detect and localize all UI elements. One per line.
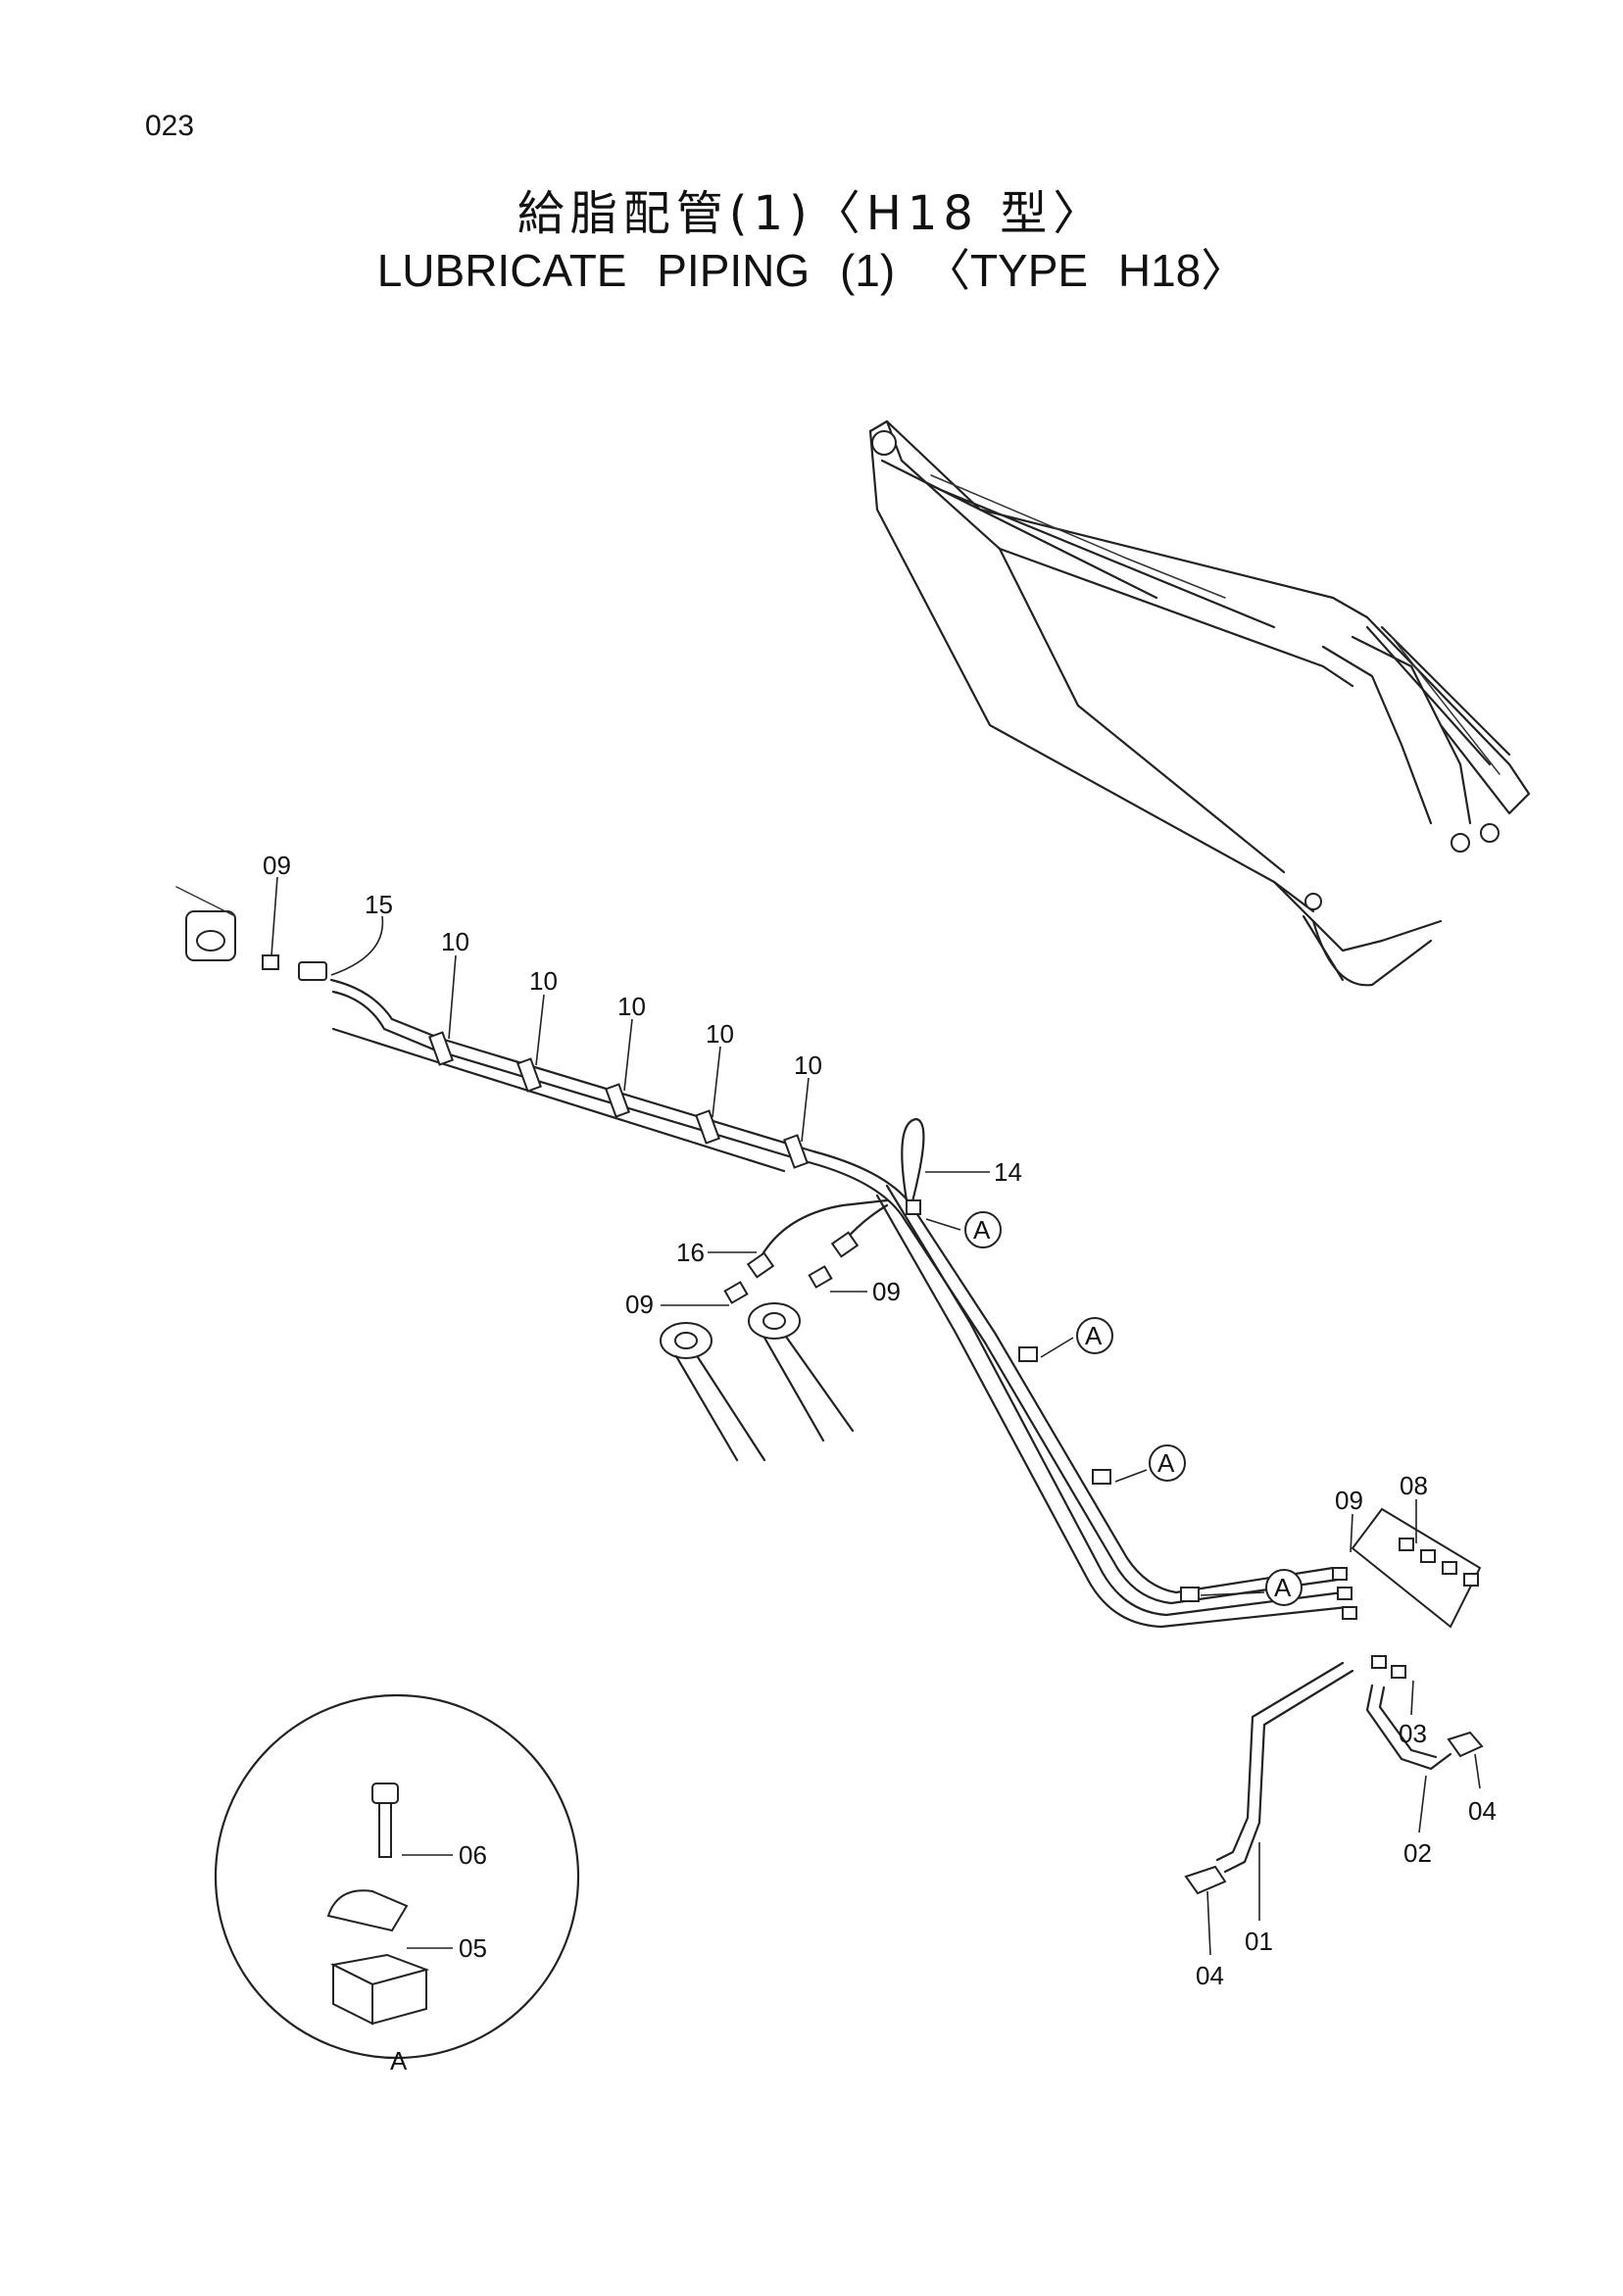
detail-ref-a-4: A: [1265, 1569, 1303, 1606]
callout-14: 14: [994, 1157, 1022, 1187]
callout-09-block: 09: [1335, 1486, 1363, 1515]
detail-ref-a-2: A: [1076, 1317, 1113, 1354]
page-number: 023: [145, 110, 195, 142]
callout-08: 08: [1400, 1471, 1428, 1500]
callout-01: 01: [1245, 1927, 1273, 1956]
svg-text:A: A: [1157, 1448, 1175, 1478]
callout-06: 06: [459, 1840, 487, 1870]
callout-10-2: 10: [529, 966, 558, 996]
page-title-japanese: 給脂配管(1)〈H18 型〉: [516, 186, 1107, 241]
callout-10-4: 10: [706, 1019, 734, 1049]
grease-hose-bundle: [329, 978, 1350, 1629]
clip-points-a: [906, 1199, 1200, 1602]
boom-arm-illustration: [868, 419, 1531, 987]
callout-10-1: 10: [441, 927, 469, 956]
callout-15: 15: [365, 890, 393, 919]
distribution-block: [1332, 1507, 1482, 1679]
detail-view-label: A: [390, 2046, 408, 2076]
clamp-set-10: [428, 1031, 809, 1169]
callout-10-5: 10: [794, 1050, 822, 1080]
callout-labels: 09 15 10 10 10 10 10 14 16 09 09 09 08 0…: [263, 851, 1497, 1990]
callout-04-right: 04: [1468, 1796, 1497, 1826]
pipe-01: [1215, 1661, 1354, 1874]
callout-04-left: 04: [1196, 1961, 1224, 1990]
fitting-group-08: [1399, 1538, 1479, 1587]
detail-ref-a-1: A: [964, 1211, 1002, 1248]
detail-view-a: [214, 1693, 580, 2060]
svg-text:A: A: [1085, 1321, 1103, 1350]
leader-lines: [270, 876, 1481, 1956]
callout-09-right-rod: 09: [872, 1277, 901, 1306]
cylinder-rod-ends: [660, 1302, 855, 1462]
callout-02: 02: [1403, 1838, 1432, 1868]
page-title-english: LUBRICATE PIPING (1) 〈TYPE H18〉: [376, 245, 1247, 296]
hose-16-assembly: [723, 1198, 889, 1304]
detail-ref-a-3: A: [1149, 1444, 1186, 1482]
pipe-02: [1365, 1684, 1452, 1771]
elbow-04-right: [1447, 1731, 1484, 1758]
svg-text:A: A: [1274, 1573, 1292, 1602]
callout-10-3: 10: [617, 992, 646, 1021]
callout-09-boom-foot: 09: [263, 851, 291, 880]
callout-16: 16: [676, 1238, 705, 1267]
detail-a-references: A A A A: [964, 1211, 1303, 1606]
callout-05: 05: [459, 1933, 487, 1963]
boom-foot-pin: [175, 886, 327, 981]
callout-03: 03: [1399, 1719, 1427, 1748]
elbow-04-left: [1184, 1865, 1227, 1895]
svg-text:A: A: [973, 1215, 991, 1245]
callout-09-left-rod: 09: [625, 1290, 654, 1319]
